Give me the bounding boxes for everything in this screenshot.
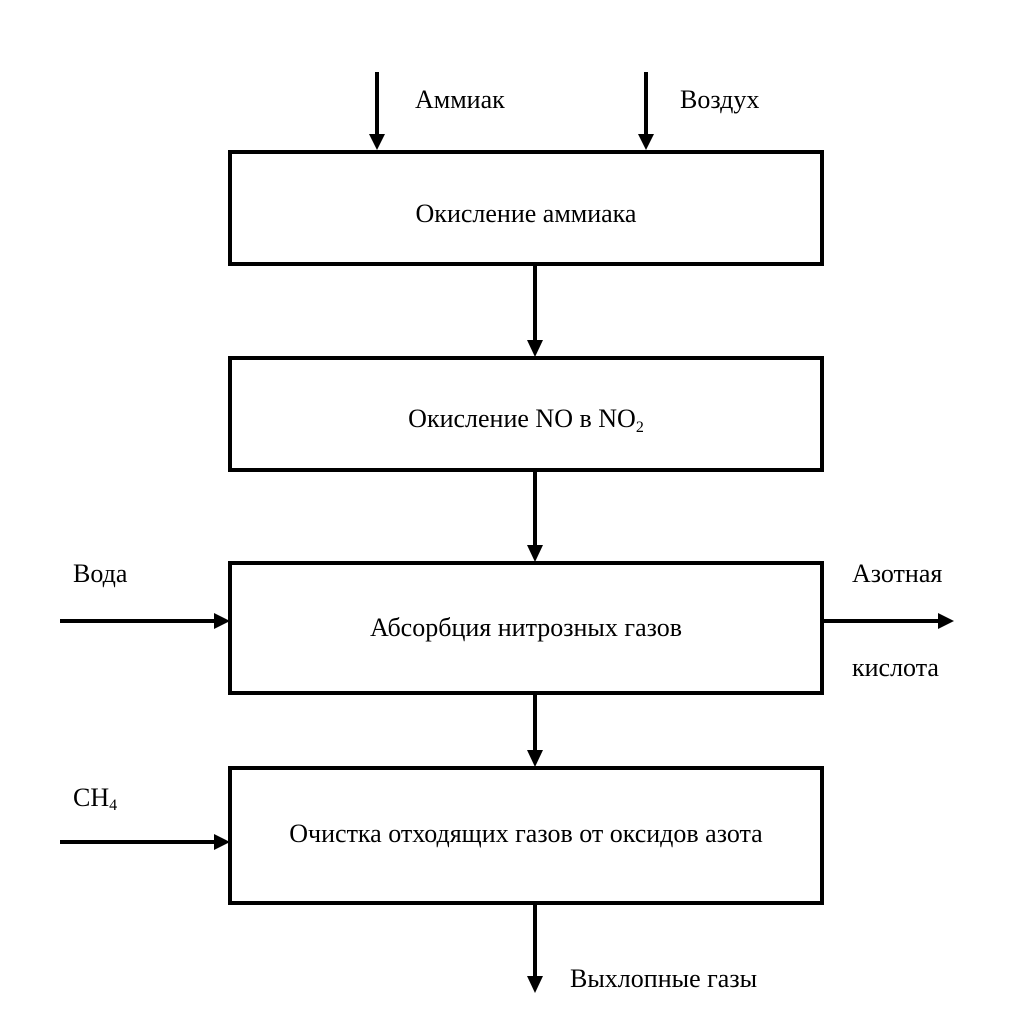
- flow-arrow-1-2: [527, 264, 543, 357]
- step-2-label-subscript: 2: [636, 419, 644, 436]
- step-box-4: [228, 766, 824, 905]
- methane-label-subscript: 4: [109, 797, 117, 814]
- step-4-label: Очистка отходящих газов от оксидов азота: [289, 819, 763, 848]
- step-1-label: Окисление аммиака: [416, 199, 637, 228]
- step-2-label-main: Окисление NO в NO: [408, 404, 636, 433]
- step-2-label: Окисление NO в NO2: [408, 404, 644, 436]
- flow-arrow-3-4: [527, 693, 543, 767]
- water-label: Вода: [73, 559, 128, 588]
- water-input-arrow: [60, 613, 230, 629]
- methane-label: CH4: [73, 783, 117, 814]
- step-exhaust-cleaning: Очистка отходящих газов от оксидов азота: [228, 766, 824, 905]
- nitric-acid-output-arrow: [822, 613, 954, 629]
- methane-input-arrow: [60, 834, 230, 850]
- exhaust-output-arrow: [527, 903, 543, 993]
- ammonia-label: Аммиак: [415, 85, 505, 114]
- step-box-2: [228, 356, 824, 472]
- step-no-oxidation: Окисление NO в NO2: [228, 356, 824, 472]
- step-ammonia-oxidation: Окисление аммиака: [228, 150, 824, 266]
- air-input-arrow: [638, 72, 654, 150]
- step-box-3: [228, 561, 824, 695]
- nitric-acid-label-line2: кислота: [852, 653, 939, 682]
- step-3-label: Абсорбция нитрозных газов: [370, 613, 682, 642]
- air-label: Воздух: [680, 85, 759, 114]
- flow-arrow-2-3: [527, 470, 543, 562]
- exhaust-label: Выхлопные газы: [570, 964, 757, 993]
- step-absorption: Абсорбция нитрозных газов: [228, 561, 824, 695]
- ammonia-input-arrow: [369, 72, 385, 150]
- nitric-acid-label-line1: Азотная: [852, 559, 942, 588]
- methane-label-main: CH: [73, 783, 109, 812]
- step-box-1: [228, 150, 824, 266]
